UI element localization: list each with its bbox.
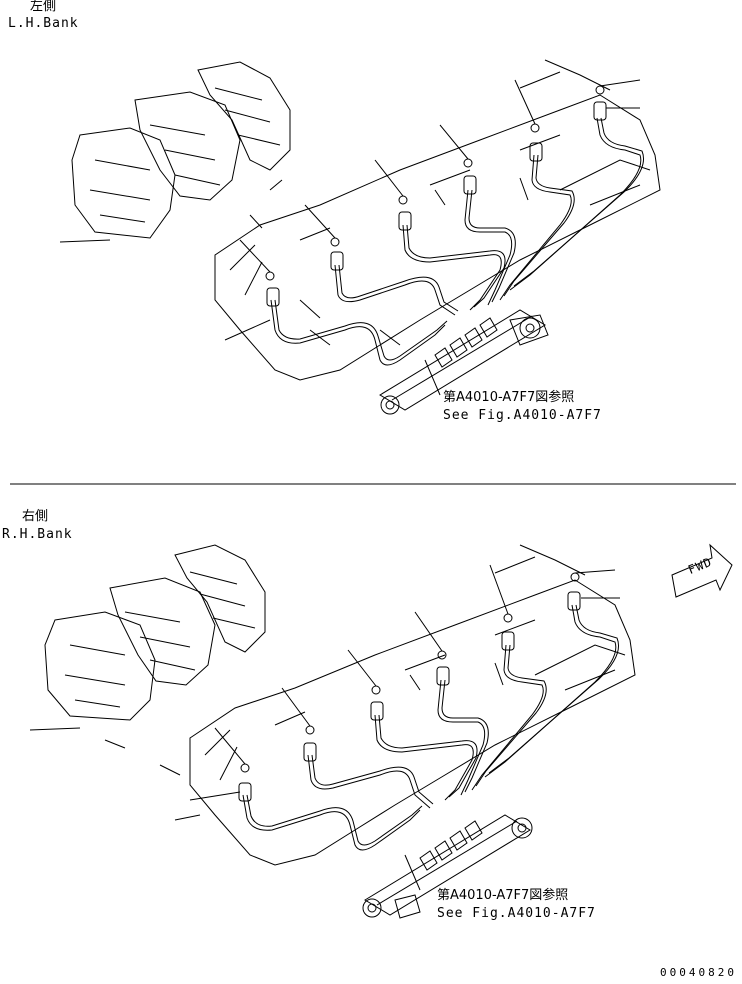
drawing-number: 00040820 xyxy=(660,966,737,979)
lh-engine-block xyxy=(59,59,661,381)
rh-reference-en: See Fig.A4010-A7F7 xyxy=(437,906,596,921)
rh-bank-view xyxy=(29,544,636,919)
lh-bank-view xyxy=(59,59,661,415)
lh-side-label-en: L.H.Bank xyxy=(8,16,79,31)
lh-side-label-jp: 左側 xyxy=(30,0,57,14)
rh-leader-lines xyxy=(189,564,620,891)
lh-fuel-lines xyxy=(270,117,644,366)
rh-side-label-en: R.H.Bank xyxy=(2,527,73,542)
lh-reference-jp: 第A4010-A7F7図参照 xyxy=(443,390,575,405)
rh-reference-jp: 第A4010-A7F7図参照 xyxy=(437,888,569,903)
lh-nozzle-fittings xyxy=(265,85,607,307)
lh-leader-lines xyxy=(224,79,641,396)
lh-fuel-manifold xyxy=(379,309,549,415)
lh-reference-en: See Fig.A4010-A7F7 xyxy=(443,408,602,423)
rh-fuel-manifold xyxy=(362,814,533,919)
rh-side-label-jp: 右側 xyxy=(22,509,49,524)
rh-engine-block xyxy=(29,544,636,866)
rh-fuel-lines xyxy=(242,604,619,851)
fwd-arrow-icon xyxy=(671,543,733,598)
rh-nozzle-fittings xyxy=(238,572,581,802)
